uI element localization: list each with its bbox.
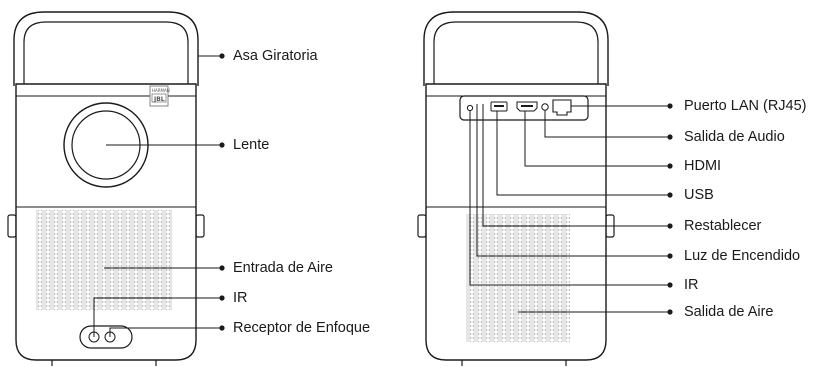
dot-lens [219, 142, 225, 148]
dot-power-led [667, 253, 673, 259]
dot-audio [667, 134, 673, 140]
front-view: HARMAN JBL [7, 11, 225, 366]
dot-air-inlet [219, 265, 225, 271]
label-usb: USB [684, 187, 714, 203]
leader-reset [482, 112, 670, 227]
rear-handle [423, 11, 609, 86]
leader-hdmi [524, 111, 670, 167]
dot-ir [219, 295, 225, 301]
dot-focus [219, 325, 225, 331]
label-power-led: Luz de Encendido [684, 248, 801, 264]
front-handle [13, 11, 199, 86]
usb-port-tongue [494, 105, 504, 107]
rear-handle-inner [433, 21, 599, 86]
leader-power-led [476, 112, 670, 257]
leader-usb [496, 111, 670, 196]
hdmi-port-tongue [521, 105, 533, 107]
rear-view [417, 11, 673, 366]
label-reset: Restablecer [684, 218, 762, 234]
label-handle: Asa Giratoria [233, 48, 318, 64]
lan-port [552, 99, 572, 116]
label-hdmi: HDMI [684, 158, 722, 174]
logo-sub-text: HARMAN [152, 88, 170, 93]
rear-ir-window [466, 104, 474, 112]
rear-air-grille [466, 214, 570, 342]
front-left-pivot [7, 214, 17, 238]
label-lens: Lente [233, 137, 270, 153]
logo-brand-text: JBL [153, 96, 165, 103]
dot-air-outlet [667, 309, 673, 315]
rear-left-pivot [417, 214, 427, 238]
dot-hdmi [667, 163, 673, 169]
dot-handle [219, 53, 225, 59]
front-air-grille [36, 210, 172, 310]
audio-jack [541, 103, 549, 111]
dot-usb [667, 192, 673, 198]
logo-box [151, 93, 167, 103]
label-rear-ir: IR [684, 277, 699, 293]
leader-focus [109, 327, 222, 337]
label-air-inlet: Entrada de Aire [233, 260, 333, 276]
dot-lan [667, 103, 673, 109]
dot-reset [667, 223, 673, 229]
label-audio: Salida de Audio [684, 129, 785, 145]
dot-rear-ir [667, 282, 673, 288]
leader-rear-ir [469, 111, 670, 286]
label-focus-receiver: Receptor de Enfoque [233, 320, 371, 336]
front-handle-inner [23, 21, 189, 86]
leader-audio [544, 110, 670, 138]
label-front-ir: IR [233, 290, 248, 306]
front-right-pivot [195, 214, 205, 238]
label-lan: Puerto LAN (RJ45) [684, 98, 807, 114]
jbl-logo-badge [149, 85, 169, 107]
label-air-outlet: Salida de Aire [684, 304, 774, 320]
leader-ir [93, 297, 222, 337]
